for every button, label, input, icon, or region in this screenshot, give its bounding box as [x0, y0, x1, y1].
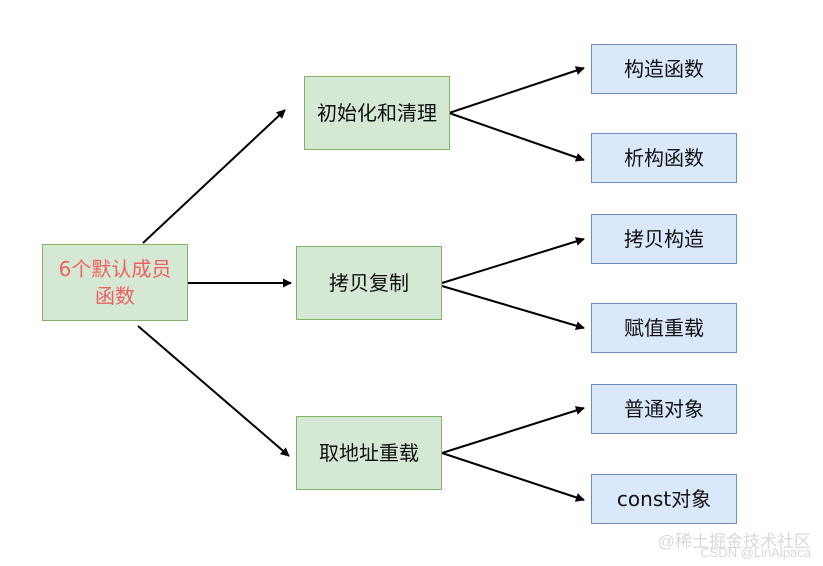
arrow-address-to-const-object — [441, 452, 585, 502]
arrow-address-to-normal-object — [441, 406, 585, 454]
leaf-label: 拷贝构造 — [624, 226, 704, 251]
arrow-root-to-address — [137, 325, 290, 457]
arrow-init-to-constructor — [448, 66, 585, 114]
root-node: 6个默认成员 函数 — [42, 244, 188, 321]
leaf-label: const对象 — [616, 486, 712, 511]
arrow-init-to-destructor — [448, 112, 585, 162]
category-node-init-cleanup: 初始化和清理 — [304, 76, 450, 150]
root-label-line1: 6个默认成员 — [58, 256, 172, 281]
leaf-label: 普通对象 — [624, 396, 704, 421]
leaf-node-normal-object: 普通对象 — [591, 384, 737, 434]
leaf-node-constructor: 构造函数 — [591, 44, 737, 94]
leaf-node-destructor: 析构函数 — [591, 133, 737, 183]
category-label: 取地址重载 — [319, 440, 419, 465]
arrow-copy-to-copy-constructor — [441, 237, 585, 284]
category-node-address-overload: 取地址重载 — [296, 416, 442, 490]
category-label: 拷贝复制 — [329, 270, 409, 295]
watermark-csdn: CSDN @LinAlpaca — [700, 545, 811, 560]
arrow-copy-to-assignment — [441, 285, 585, 331]
arrow-root-to-init-cleanup — [142, 109, 286, 244]
leaf-label: 构造函数 — [624, 56, 704, 81]
leaf-node-assignment-overload: 赋值重载 — [591, 303, 737, 353]
leaf-node-const-object: const对象 — [591, 474, 737, 524]
leaf-label: 析构函数 — [624, 145, 704, 170]
watermark-juejin: @稀土掘金技术社区 — [657, 532, 811, 551]
leaf-node-copy-constructor: 拷贝构造 — [591, 214, 737, 264]
root-label-line2: 函数 — [95, 283, 135, 308]
category-node-copy: 拷贝复制 — [296, 246, 442, 320]
category-label: 初始化和清理 — [317, 100, 437, 125]
leaf-label: 赋值重载 — [624, 315, 704, 340]
